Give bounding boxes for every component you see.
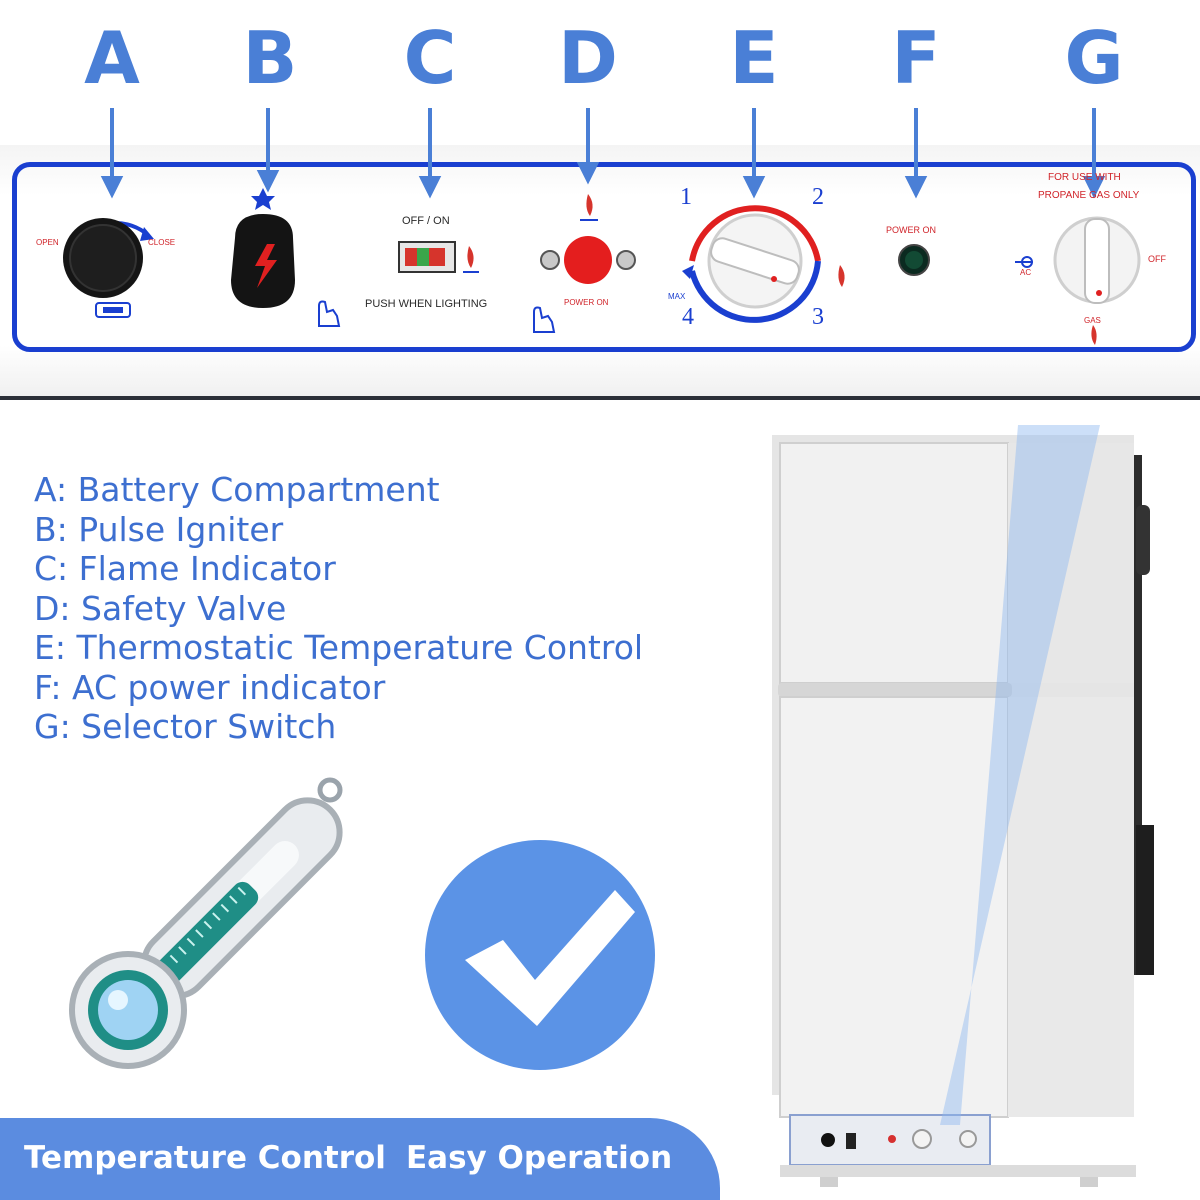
label-letter-e: E xyxy=(729,16,779,100)
temperature-control-label: Temperature Control xyxy=(24,1140,386,1176)
label-letter-c: C xyxy=(403,16,457,100)
max-label: MAX xyxy=(668,292,686,301)
propane-line1-label: FOR USE WITH xyxy=(1048,172,1121,183)
refrigerator-image xyxy=(772,425,1154,1187)
legend-item-c: C: Flame Indicator xyxy=(34,549,336,588)
flame-indicator-gauge xyxy=(398,241,479,273)
feature-banner xyxy=(0,1118,720,1200)
safety-valve-button[interactable] xyxy=(530,190,650,340)
checkmark-icon xyxy=(425,840,655,1070)
propane-line2-label: PROPANE GAS ONLY xyxy=(1038,190,1140,201)
selector-switch-knob[interactable] xyxy=(1005,205,1185,355)
battery-knob[interactable] xyxy=(40,195,190,335)
off-on-label: OFF / ON xyxy=(402,215,450,227)
label-letter-b: B xyxy=(242,16,298,100)
legend-item-f: F: AC power indicator xyxy=(34,667,386,707)
thermometer-icon xyxy=(69,777,343,1069)
close-label: CLOSE xyxy=(148,238,176,247)
legend-item-d: D: Safety Valve xyxy=(34,588,287,628)
power-on-d-label: POWER ON xyxy=(564,298,609,307)
power-on-f-label: POWER ON xyxy=(886,225,937,235)
ac-label: AC xyxy=(1020,268,1032,277)
dial-1-label: 1 xyxy=(680,184,692,210)
label-letter-d: D xyxy=(558,16,618,100)
legend-item-b: B: Pulse Igniter xyxy=(34,509,284,549)
open-label: OPEN xyxy=(36,238,59,247)
dial-2-label: 2 xyxy=(812,184,824,210)
dial-3-label: 3 xyxy=(812,304,824,330)
gas-label: GAS xyxy=(1084,316,1101,325)
control-panel-frame xyxy=(12,162,1196,352)
legend-item-e: E: Thermostatic Temperature Control xyxy=(34,628,644,667)
easy-operation-label: Easy Operation xyxy=(406,1140,673,1176)
component-legend: A: Battery Compartment B: Pulse Igniter … xyxy=(34,470,643,747)
push-when-lighting-label: PUSH WHEN LIGHTING xyxy=(365,298,488,310)
dial-4-label: 4 xyxy=(682,304,694,330)
label-letter-a: A xyxy=(84,16,140,100)
thermostat-dial[interactable] xyxy=(670,175,870,345)
legend-item-g: G: Selector Switch xyxy=(34,707,337,746)
pulse-igniter-button[interactable] xyxy=(215,180,355,340)
pointer-arrows xyxy=(100,108,1106,199)
label-letter-f: F xyxy=(891,16,941,100)
ac-power-indicator-light xyxy=(898,244,930,276)
legend-item-a: A: Battery Compartment xyxy=(34,470,440,509)
off-label: OFF xyxy=(1148,254,1166,264)
label-letter-g: G xyxy=(1064,16,1124,100)
